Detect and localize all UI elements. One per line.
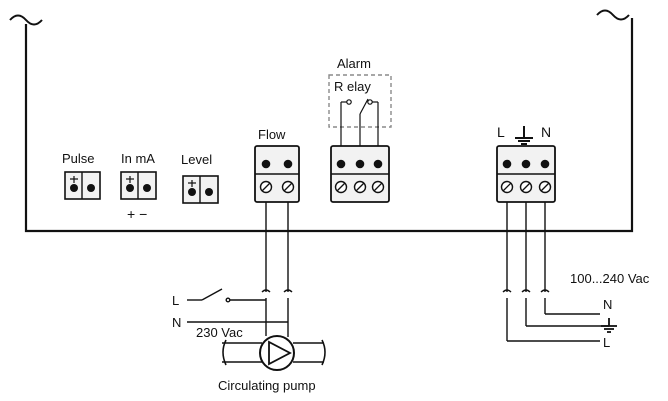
earth-icon [515, 126, 533, 145]
alarm-relay-block [330, 145, 390, 203]
power-n-label: N [541, 124, 551, 140]
break-mark-left [9, 14, 43, 26]
relay-label: R elay [334, 79, 371, 94]
in-ma-label: In mA [121, 151, 155, 166]
supply-wiring [502, 202, 609, 342]
pump-icon [259, 335, 295, 371]
alarm-label: Alarm [337, 56, 371, 71]
in-ma-polarity-label: + − [127, 206, 147, 222]
power-l-label: L [497, 124, 505, 140]
switch-l-wiring [187, 288, 266, 303]
break-mark-right [596, 9, 630, 21]
power-terminal-block [496, 145, 556, 203]
switch-n-label: N [172, 315, 181, 330]
flow-label: Flow [258, 127, 286, 142]
in-ma-terminal [120, 171, 157, 200]
pulse-label: Pulse [62, 151, 95, 166]
supply-l-label: L [603, 335, 610, 350]
level-label: Level [181, 152, 212, 167]
flow-wiring [261, 202, 293, 337]
pump-pipe [222, 339, 326, 366]
supply-earth-icon [601, 318, 617, 333]
pump-caption: Circulating pump [218, 378, 316, 393]
enclosure-outline [24, 18, 634, 233]
flow-terminal-block [254, 145, 300, 203]
relay-contact-symbol [340, 98, 379, 146]
supply-range-label: 100...240 Vac [570, 271, 650, 286]
level-terminal [182, 175, 219, 204]
supply-n-label: N [603, 297, 612, 312]
relay-dashed-box [328, 74, 392, 128]
switch-l-label: L [172, 293, 179, 308]
pump-voltage-label: 230 Vac [196, 325, 243, 340]
pulse-terminal [64, 171, 101, 200]
